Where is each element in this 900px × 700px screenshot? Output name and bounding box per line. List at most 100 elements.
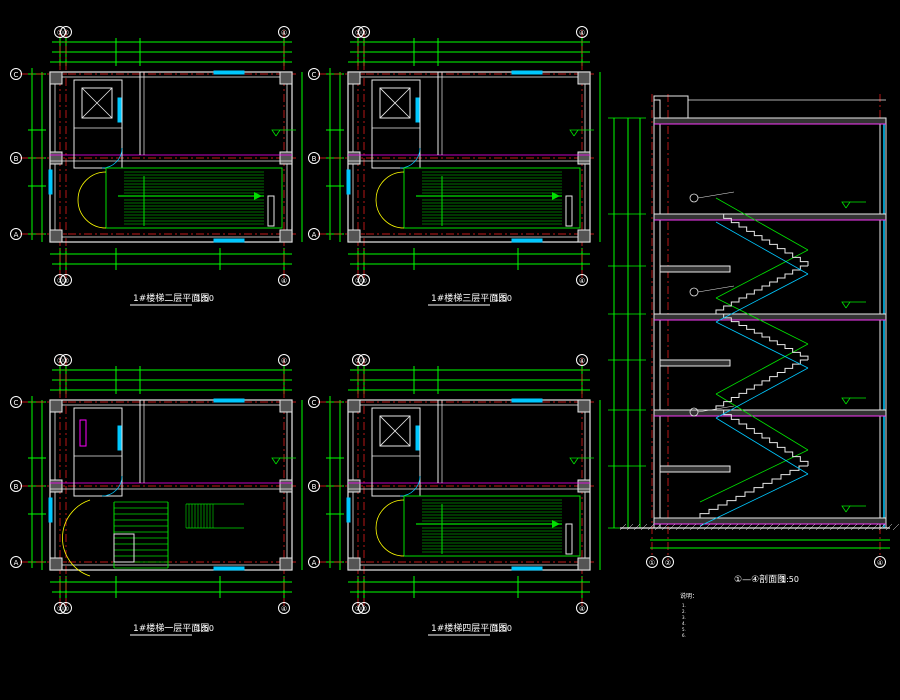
grid-bubble-bottom-circle <box>576 274 588 286</box>
grid-bubble-bottom-circle <box>278 602 290 614</box>
column <box>347 479 361 493</box>
grid-bubble-side-circle <box>308 396 320 408</box>
grid-bubble-bottom: ④ <box>576 602 588 614</box>
grid-bubble-bottom: ② <box>358 274 370 286</box>
window-left <box>346 497 351 523</box>
section-grid-bubble-circle <box>874 556 886 568</box>
stair-curve <box>62 499 91 577</box>
note-line-2: 2. <box>682 609 686 614</box>
elevator-car <box>379 87 411 119</box>
ground-hatch <box>850 523 858 531</box>
ground-hatch <box>668 523 676 531</box>
column <box>347 229 361 243</box>
grid-bubble-bottom-circle <box>352 274 364 286</box>
grid-bubble-top-label: ④ <box>281 357 287 365</box>
plan-scale-3f: 1:50 <box>494 294 512 303</box>
grid-bubble-top: ④ <box>576 354 588 366</box>
grid-bubble-side-label: B <box>14 483 19 491</box>
grid-bubble-side: C <box>308 68 320 80</box>
section-grid-bubble-label: ④ <box>877 559 883 567</box>
window-bottom <box>511 566 543 571</box>
section-grid-bubble-circle <box>646 556 658 568</box>
ground-hatch <box>647 523 655 531</box>
grid-bubble-bottom-circle <box>576 602 588 614</box>
grid-bubble-side: A <box>308 228 320 240</box>
grid-bubble-top: ② <box>358 26 370 38</box>
column <box>49 557 63 571</box>
inner-wall-line <box>352 404 586 566</box>
flight-5-handrail <box>715 249 809 299</box>
grid-bubble-top: ① <box>54 26 66 38</box>
shaft-wall <box>371 79 421 169</box>
ground-hatch <box>717 523 725 531</box>
grid-bubble-side-label: B <box>312 483 317 491</box>
grid-bubble-bottom: ② <box>60 274 72 286</box>
column <box>347 71 361 85</box>
grid-bubble-top: ④ <box>278 26 290 38</box>
inner-wall-line <box>352 76 586 238</box>
grid-bubble-side-circle <box>308 228 320 240</box>
ground-hatch <box>787 523 795 531</box>
section-level-mark <box>841 301 851 309</box>
grid-bubble-top: ① <box>54 354 66 366</box>
ground-hatch <box>626 523 634 531</box>
window-left <box>48 169 53 195</box>
grid-bubble-bottom-label: ① <box>57 277 63 285</box>
window-bottom <box>511 238 543 243</box>
ground-hatch <box>640 523 648 531</box>
grid-bubble-side-circle <box>10 396 22 408</box>
grid-bubble-bottom: ④ <box>576 274 588 286</box>
section-level-mark <box>841 505 851 513</box>
grid-bubble-bottom: ④ <box>278 602 290 614</box>
grid-bubble-side: C <box>308 396 320 408</box>
note-line-1: 1. <box>682 603 686 608</box>
stair-well-outline <box>105 167 283 229</box>
grid-bubble-bottom-label: ① <box>355 605 361 613</box>
window-top <box>511 70 543 75</box>
section-grid-bubble: ② <box>662 556 674 568</box>
note-line-4: 4. <box>682 621 686 626</box>
section-level-mark <box>841 397 851 405</box>
grid-bubble-top-circle <box>576 354 588 366</box>
grid-bubble-top-circle <box>358 354 370 366</box>
flight-4-soffit <box>715 321 809 369</box>
grid-bubble-top-label: ① <box>57 357 63 365</box>
window-top <box>213 70 245 75</box>
grid-bubble-top-circle <box>54 354 66 366</box>
column <box>49 399 63 413</box>
column <box>577 151 591 165</box>
grid-bubble-side-circle <box>308 556 320 568</box>
ground-hatch <box>696 523 704 531</box>
grid-bubble-top-label: ② <box>63 357 69 365</box>
stair-landing-curve <box>77 171 107 229</box>
grid-bubble-bottom-label: ④ <box>579 277 585 285</box>
window-left <box>48 497 53 523</box>
column <box>279 229 293 243</box>
grid-bubble-bottom-label: ① <box>57 605 63 613</box>
window-top <box>511 398 543 403</box>
plan-scale-2f: 1:50 <box>196 294 214 303</box>
grid-bubble-bottom: ① <box>352 602 364 614</box>
elevator-car <box>81 87 113 119</box>
shaft-wall <box>371 407 421 497</box>
grid-bubble-bottom: ① <box>54 274 66 286</box>
ground-hatch <box>878 523 886 531</box>
ground-hatch <box>724 523 732 531</box>
grid-bubble-top: ② <box>60 354 72 366</box>
shaft-window <box>117 97 122 123</box>
column <box>347 557 361 571</box>
plan-scale-1f: 1:50 <box>196 624 214 633</box>
shaft-wall <box>73 79 123 169</box>
flight-3-handrail <box>715 343 809 395</box>
plan-title-1f: 1#楼梯一层平面图 <box>133 622 209 634</box>
grid-bubble-bottom: ④ <box>278 274 290 286</box>
section-level-mark <box>841 201 851 209</box>
ground-hatch <box>815 523 823 531</box>
floor-slab <box>653 409 887 417</box>
note-line-3: 3. <box>682 615 686 620</box>
floor-slab <box>653 213 887 221</box>
landing-slab <box>659 465 731 473</box>
